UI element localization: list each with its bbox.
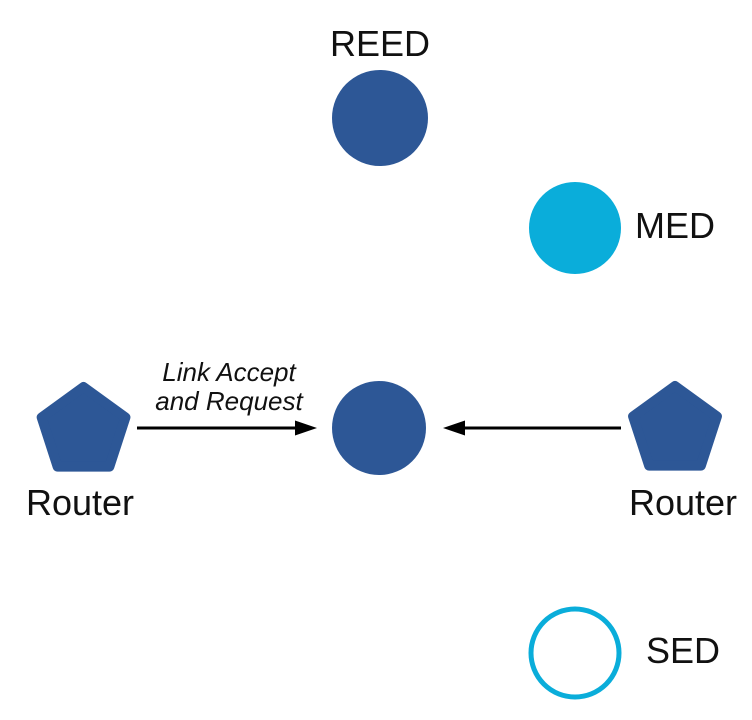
arrowhead-right-edge	[443, 420, 465, 436]
arrowhead-left-edge	[295, 420, 317, 436]
med-node-circle	[529, 182, 621, 274]
edge-label-line1: Link Accept	[162, 357, 296, 387]
parent-node-circle	[332, 381, 426, 475]
edge-label-line2: and Request	[155, 386, 303, 416]
med-node-label: MED	[635, 205, 715, 246]
edge-label-link-accept-and-request: Link Accept and Request	[129, 358, 329, 416]
reed-node-circle	[332, 70, 428, 166]
sed-node-label: SED	[646, 630, 721, 671]
router-left-pentagon	[36, 382, 131, 472]
router-left-node-label: Router	[25, 482, 135, 523]
sed-node-circle	[528, 606, 622, 700]
reed-node-label: REED	[329, 23, 431, 64]
router-right-pentagon	[628, 381, 722, 471]
router-right-node-label: Router	[628, 482, 738, 523]
